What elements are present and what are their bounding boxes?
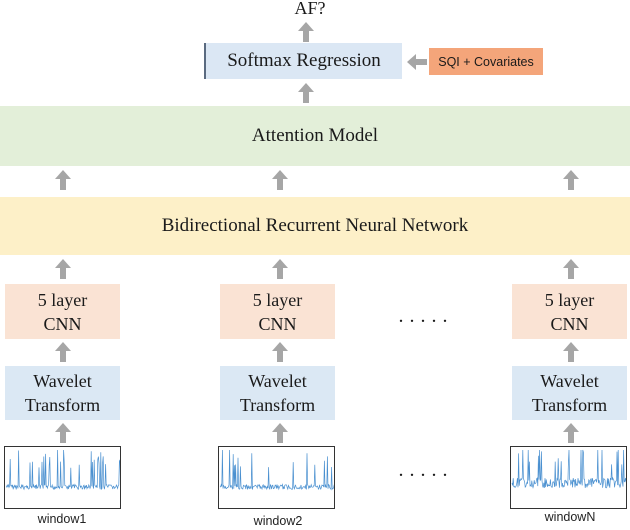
rnn-label: Bidirectional Recurrent Neural Network — [161, 215, 469, 236]
softmax-regression-box: Softmax Regression — [204, 43, 402, 79]
wavelet-line1: Wavelet — [33, 371, 92, 391]
wavelet-line1: Wavelet — [540, 371, 599, 391]
arrow-signal-to-wavelet-n — [563, 423, 579, 443]
cnn-line2: CNN — [258, 313, 297, 334]
window-label-n: windowN — [544, 510, 596, 524]
arrow-wavelet-to-cnn-1 — [55, 342, 71, 362]
attention-model-label: Attention Model — [251, 125, 379, 146]
arrow-sqi-to-softmax — [407, 54, 427, 70]
ecg-signal-window-2 — [218, 446, 335, 509]
ecg-signal-window-n — [510, 446, 627, 509]
attention-model-band: Attention Model — [0, 106, 630, 166]
arrow-cnn-to-rnn-n — [563, 259, 579, 279]
arrow-wavelet-to-cnn-2 — [272, 342, 288, 362]
cnn-box-2: 5 layer CNN — [220, 284, 335, 339]
ecg-trace-2 — [219, 449, 334, 491]
arrow-cnn-to-rnn-1 — [55, 259, 71, 279]
ecg-trace-1 — [6, 449, 120, 491]
window-label-1: window1 — [37, 512, 87, 526]
arrow-softmax-to-output — [298, 22, 314, 42]
cnn-line1: 5 layer — [544, 289, 595, 310]
arrow-rnn-to-attention-2 — [272, 170, 288, 190]
output-label: AF? — [294, 0, 326, 18]
arrow-rnn-to-attention-1 — [55, 170, 71, 190]
cnn-line2: CNN — [550, 313, 589, 334]
wavelet-box-n: Wavelet Transform — [512, 366, 627, 420]
wavelet-line2: Transform — [531, 395, 608, 415]
sqi-covariates-box: SQI + Covariates — [429, 48, 543, 75]
arrow-rnn-to-attention-n — [563, 170, 579, 190]
wavelet-box-1: Wavelet Transform — [5, 366, 120, 420]
cnn-line2: CNN — [43, 313, 82, 334]
wavelet-line1: Wavelet — [248, 371, 307, 391]
arrow-attention-to-softmax — [298, 83, 314, 103]
cnn-box-n: 5 layer CNN — [512, 284, 627, 339]
ellipsis-cnn: ..... — [398, 304, 454, 327]
rnn-band: Bidirectional Recurrent Neural Network — [0, 197, 630, 255]
ecg-trace-n — [511, 449, 626, 489]
ecg-signal-window-1 — [4, 446, 121, 509]
cnn-line1: 5 layer — [37, 289, 88, 310]
arrow-signal-to-wavelet-2 — [272, 423, 288, 443]
arrow-cnn-to-rnn-2 — [272, 259, 288, 279]
cnn-box-1: 5 layer CNN — [5, 284, 120, 339]
wavelet-box-2: Wavelet Transform — [220, 366, 335, 420]
wavelet-line2: Transform — [24, 395, 101, 415]
cnn-line1: 5 layer — [252, 289, 303, 310]
wavelet-line2: Transform — [239, 395, 316, 415]
arrow-signal-to-wavelet-1 — [55, 423, 71, 443]
arrow-wavelet-to-cnn-n — [563, 342, 579, 362]
window-label-2: window2 — [253, 514, 303, 528]
ellipsis-signal: ..... — [398, 458, 454, 481]
